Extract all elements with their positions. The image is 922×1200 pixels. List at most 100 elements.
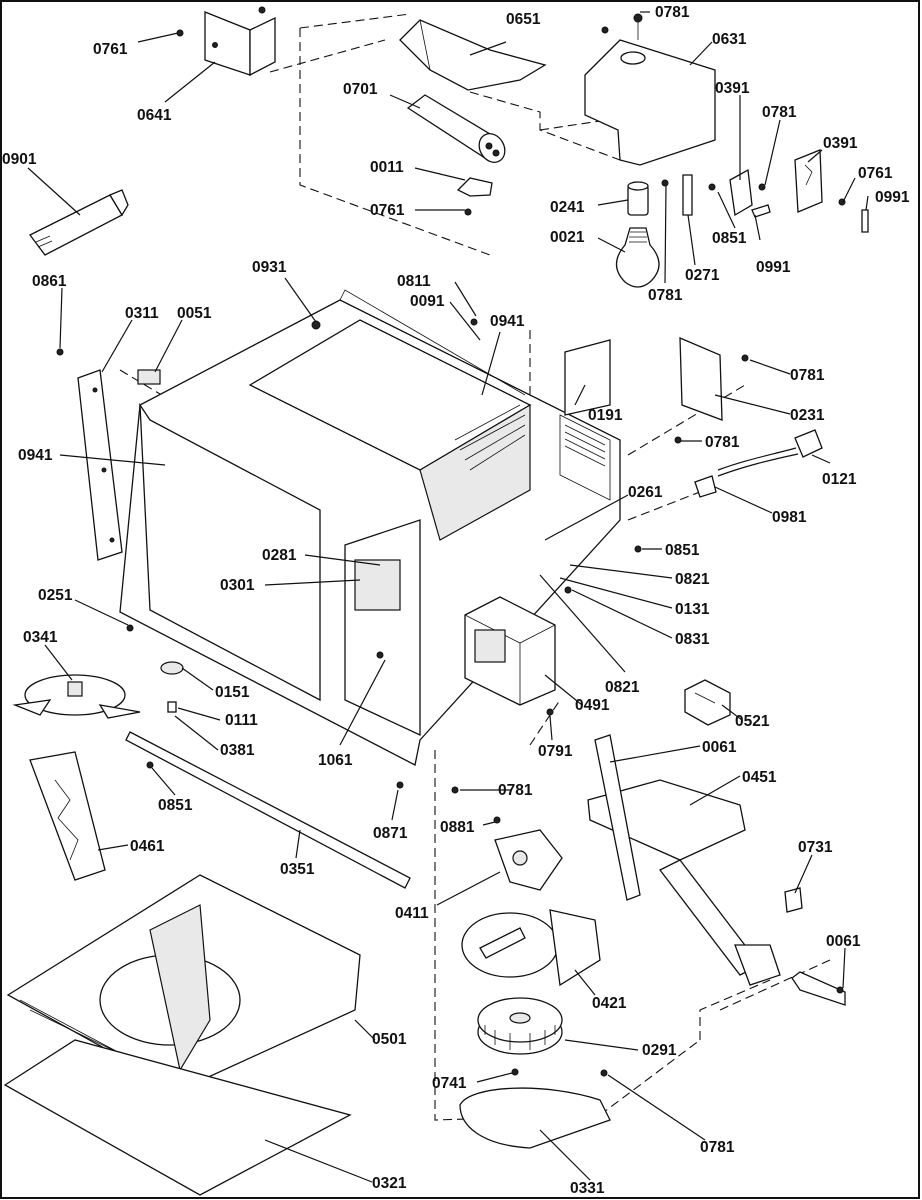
part-label: 0271 xyxy=(685,267,720,284)
part-label: 0291 xyxy=(642,1042,677,1059)
part-label: 0451 xyxy=(742,769,777,786)
transformer-0491-part xyxy=(464,596,556,706)
base-tray-0501-part xyxy=(6,874,361,1091)
part-label: 1061 xyxy=(318,752,353,769)
part-label: 0761 xyxy=(93,41,128,58)
relay-0521-part xyxy=(684,679,731,726)
part-label: 0831 xyxy=(675,631,710,648)
part-labels: 0761 0641 0651 0781 0631 0701 0391 0781 … xyxy=(2,4,910,1197)
power-cord-0121-part xyxy=(694,429,823,498)
part-label: 0741 xyxy=(432,1075,467,1092)
clip-0731-part xyxy=(784,887,803,913)
part-label: 0391 xyxy=(715,80,750,97)
part-label: 0981 xyxy=(772,509,807,526)
part-label: 0781 xyxy=(648,287,683,304)
part-label: 0331 xyxy=(570,1180,605,1197)
part-label: 0301 xyxy=(220,577,255,594)
part-label: 0701 xyxy=(343,81,378,98)
part-label: 0811 xyxy=(397,273,431,290)
part-label: 0821 xyxy=(605,679,640,696)
part-label: 0761 xyxy=(370,202,405,219)
part-label: 0641 xyxy=(137,107,172,124)
part-label: 0861 xyxy=(32,273,67,290)
part-label: 0151 xyxy=(215,684,250,701)
lamp-socket-part xyxy=(627,181,649,216)
part-label: 0631 xyxy=(712,31,747,48)
part-label: 0651 xyxy=(506,11,541,28)
part-label: 0391 xyxy=(823,135,858,152)
part-label: 0781 xyxy=(498,782,533,799)
bracket-0461-part xyxy=(29,751,106,881)
part-label: 0351 xyxy=(280,861,315,878)
block-0051-part xyxy=(137,369,161,385)
part-label: 0501 xyxy=(372,1031,407,1048)
fuse-0991-part xyxy=(861,209,869,233)
bracket-0391-part xyxy=(794,149,823,213)
roller-0151-part xyxy=(160,661,184,675)
part-label: 0051 xyxy=(177,305,212,322)
part-label: 0781 xyxy=(705,434,740,451)
shield-0651-part xyxy=(399,19,547,91)
part-label: 0871 xyxy=(373,825,408,842)
part-label: 0191 xyxy=(588,407,623,424)
cover-0331-part xyxy=(459,1087,611,1149)
turntable-drive-0341-part xyxy=(12,674,141,719)
bar-0061-part xyxy=(594,734,641,901)
part-label: 0791 xyxy=(538,743,573,760)
part-label: 0461 xyxy=(130,838,165,855)
part-label: 0021 xyxy=(550,229,585,246)
part-label: 0521 xyxy=(735,713,770,730)
part-label: 0781 xyxy=(790,367,825,384)
fuse-0271-part xyxy=(682,174,693,216)
part-label: 0991 xyxy=(875,189,910,206)
sheet-0321-part xyxy=(3,1039,352,1196)
strap-0011-part xyxy=(456,177,493,197)
part-label: 0781 xyxy=(762,104,797,121)
part-label: 0131 xyxy=(675,601,710,618)
part-label: 0411 xyxy=(395,905,429,922)
part-label: 0231 xyxy=(790,407,825,424)
side-panel-0311-part xyxy=(77,369,123,561)
part-label: 0111 xyxy=(225,712,258,729)
part-label: 0851 xyxy=(158,797,193,814)
bracket-0641-part xyxy=(204,6,276,77)
duct-0451-part xyxy=(587,779,781,986)
part-label: 0761 xyxy=(858,165,893,182)
leader-lines xyxy=(27,11,869,1183)
rod-0351-part xyxy=(125,731,411,889)
lamp-bulb-part xyxy=(615,227,660,288)
capacitor-0701-part xyxy=(406,94,506,163)
part-label: 0901 xyxy=(2,151,37,168)
part-label: 0851 xyxy=(712,230,747,247)
part-label: 0491 xyxy=(575,697,610,714)
part-label: 0881 xyxy=(440,819,475,836)
coupler-0111-part xyxy=(167,701,177,713)
motor-0411-part xyxy=(494,829,563,891)
part-label: 0241 xyxy=(550,199,585,216)
switch-0391-part xyxy=(729,168,753,217)
panel-0191-part xyxy=(564,339,611,416)
panel-0231-part xyxy=(679,337,723,421)
part-label: 0341 xyxy=(23,629,58,646)
part-label: 0781 xyxy=(655,4,690,21)
blower-housing-0421-part xyxy=(461,909,601,987)
part-label: 0941 xyxy=(490,313,525,330)
part-label: 0061 xyxy=(702,739,737,756)
part-label: 0091 xyxy=(410,293,445,310)
pin-0991-part xyxy=(751,204,771,218)
part-label: 0281 xyxy=(262,547,297,564)
screws xyxy=(56,29,846,1077)
part-label: 0991 xyxy=(756,259,791,276)
grease-tube-0901-part xyxy=(29,189,129,256)
part-label: 0821 xyxy=(675,571,710,588)
part-label: 0781 xyxy=(700,1139,735,1156)
part-label: 0121 xyxy=(822,471,857,488)
part-label: 0931 xyxy=(252,259,287,276)
bar-0061b-part xyxy=(791,971,846,1006)
part-label: 0941 xyxy=(18,447,53,464)
part-label: 0851 xyxy=(665,542,700,559)
part-label: 0261 xyxy=(628,484,663,501)
part-label: 0311 xyxy=(125,305,159,322)
